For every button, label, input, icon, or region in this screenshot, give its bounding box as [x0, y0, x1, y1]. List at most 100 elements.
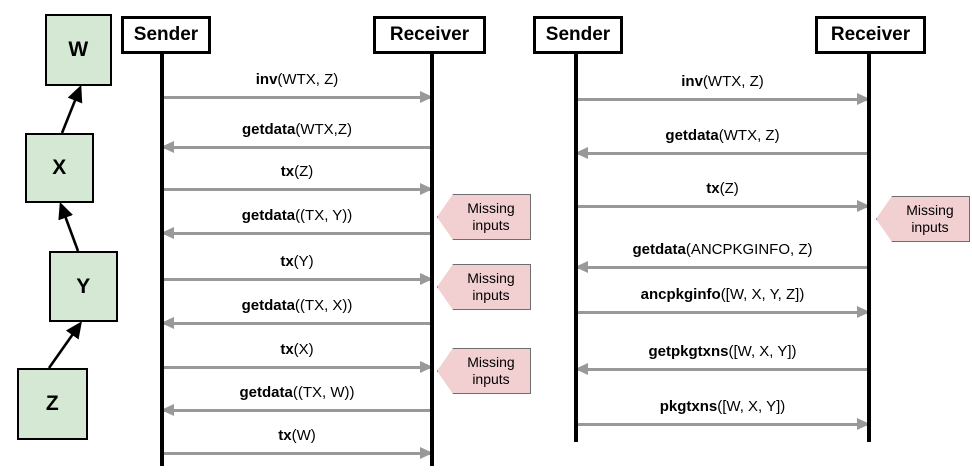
- callout-line-1: Missing: [467, 354, 515, 371]
- message-args: ((TX, W)): [292, 384, 355, 401]
- message-args: (X): [293, 341, 314, 358]
- callout-line-2: inputs: [911, 219, 949, 235]
- message-command: pkgtxns: [659, 398, 718, 415]
- message-command: getpkgtxns: [648, 343, 729, 360]
- arrowhead-left-icon: [575, 147, 588, 159]
- arrowhead-right-icon: [857, 93, 870, 105]
- actor-receiver-lifeline: [867, 54, 871, 442]
- dependency-arrow-x-to-w: [60, 84, 83, 134]
- arrowhead-left-icon: [161, 141, 174, 153]
- arrowhead-right-icon: [420, 447, 433, 459]
- arrowhead-left-icon: [161, 317, 174, 329]
- message-shaft: [162, 322, 432, 325]
- message-args: (Z): [294, 163, 314, 180]
- message-args: (Y): [293, 253, 314, 270]
- arrowhead-right-icon: [420, 183, 433, 195]
- message-shaft: [162, 188, 432, 191]
- message-command: inv: [255, 71, 278, 88]
- actor-receiver-label: Receiver: [830, 24, 911, 45]
- callout-line-1: Missing: [467, 270, 515, 287]
- message-args: ([W, X, Y, Z]): [720, 286, 805, 303]
- actor-receiver[interactable]: Receiver: [373, 16, 486, 54]
- arrowhead-right-icon: [420, 361, 433, 373]
- arrowhead-left-icon: [575, 261, 588, 273]
- tx-node-label: W: [68, 38, 89, 61]
- message-command: ancpkginfo: [640, 286, 721, 303]
- tx-node-label: Z: [45, 392, 60, 415]
- message-shaft: [576, 98, 869, 101]
- message-label: ancpkginfo([W, X, Y, Z]): [576, 286, 869, 303]
- message-label: getdata((TX, W)): [162, 384, 432, 401]
- message-command: getdata: [632, 241, 686, 258]
- message-command: getdata: [242, 121, 296, 138]
- message-args: (W): [291, 427, 316, 444]
- message-shaft: [576, 152, 869, 155]
- message-args: ((TX, X)): [294, 297, 353, 314]
- message-label: getdata(WTX, Z): [576, 127, 869, 144]
- message-label: getdata(ANCPKGINFO, Z): [576, 241, 869, 258]
- message-command: tx: [278, 427, 292, 444]
- message-shaft: [576, 368, 869, 371]
- message-command: inv: [681, 73, 703, 90]
- callout-line-1: Missing: [906, 202, 954, 219]
- message-label: getdata((TX, X)): [162, 297, 432, 314]
- message-label: tx(Z): [576, 180, 869, 197]
- message-command: getdata: [665, 127, 719, 144]
- callout-line-2: inputs: [472, 287, 510, 303]
- actor-receiver[interactable]: Receiver: [815, 16, 926, 54]
- arrowhead-left-icon: [575, 363, 588, 375]
- message-command: tx: [706, 180, 720, 197]
- message-args: (WTX, Z): [718, 127, 780, 144]
- callout-line-1: Missing: [467, 200, 515, 217]
- message-label: inv(WTX, Z): [162, 71, 432, 88]
- tx-node-z: Z: [17, 368, 88, 440]
- tx-node-label: Y: [76, 274, 91, 298]
- tx-node-y: Y: [49, 251, 118, 322]
- message-label: getdata(WTX,Z): [162, 121, 432, 138]
- message-shaft: [162, 232, 432, 235]
- arrowhead-right-icon: [857, 418, 870, 430]
- actor-sender-lifeline: [574, 54, 578, 442]
- message-label: tx(Y): [162, 253, 432, 270]
- message-args: ([W, X, Y]): [728, 343, 797, 360]
- actor-receiver-label: Receiver: [389, 24, 470, 45]
- actor-receiver-lifeline: [430, 54, 434, 466]
- actor-sender[interactable]: Sender: [533, 16, 623, 54]
- message-label: inv(WTX, Z): [576, 73, 869, 90]
- message-args: (ANCPKGINFO, Z): [685, 241, 813, 258]
- message-args: (WTX, Z): [702, 73, 764, 90]
- dependency-arrow-y-to-x: [58, 201, 80, 252]
- tx-node-label: X: [52, 156, 67, 179]
- arrowhead-right-icon: [420, 91, 433, 103]
- message-command: tx: [280, 341, 294, 358]
- message-shaft: [576, 266, 869, 269]
- actor-sender-lifeline: [160, 54, 164, 466]
- callout-line-2: inputs: [472, 217, 510, 233]
- message-args: (Z): [719, 180, 739, 197]
- message-shaft: [162, 278, 432, 281]
- message-shaft: [576, 423, 869, 426]
- message-shaft: [576, 311, 869, 314]
- arrowhead-left-icon: [161, 227, 174, 239]
- message-command: tx: [280, 253, 294, 270]
- message-command: getdata: [241, 207, 296, 224]
- message-label: tx(Z): [162, 163, 432, 180]
- dependency-arrow-z-to-y: [47, 321, 82, 369]
- message-shaft: [162, 366, 432, 369]
- message-command: getdata: [239, 384, 293, 401]
- arrowhead-right-icon: [420, 273, 433, 285]
- message-args: (WTX, Z): [277, 71, 339, 88]
- message-args: ([W, X, Y]): [717, 398, 786, 415]
- message-shaft: [162, 146, 432, 149]
- message-label: getdata((TX, Y)): [162, 207, 432, 224]
- arrowhead-right-icon: [857, 306, 870, 318]
- message-shaft: [162, 96, 432, 99]
- actor-sender-label: Sender: [545, 24, 611, 45]
- actor-sender[interactable]: Sender: [121, 16, 211, 54]
- message-command: tx: [280, 163, 295, 180]
